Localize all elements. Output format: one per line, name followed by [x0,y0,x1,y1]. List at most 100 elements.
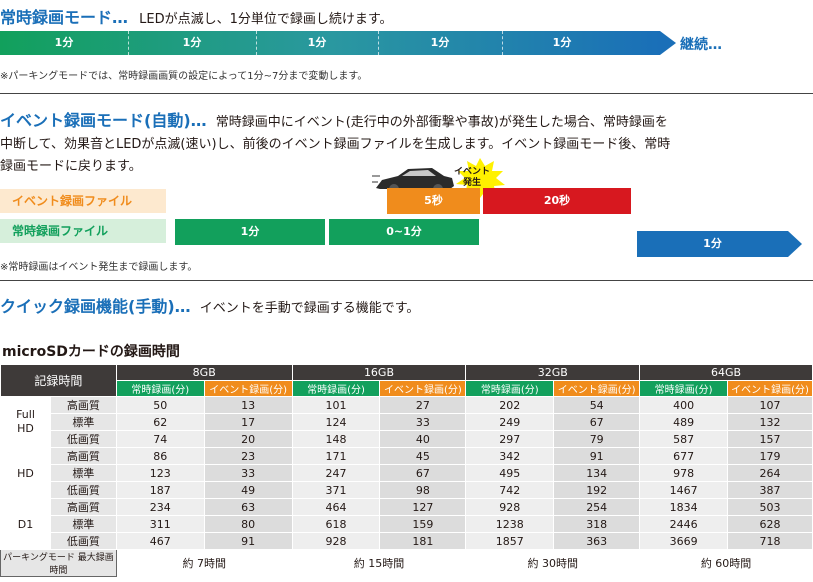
recording-time-table: 記録時間 8GB 16GB 32GB 64GB 常時録画(分) イベント録画(分… [0,364,813,577]
event-occurred-burst: イベント 発生 [446,167,498,189]
table-cell: 49 [203,481,293,499]
table-cell: 318 [553,515,641,533]
table-cell: 101 [291,396,381,414]
table-cell: 249 [465,413,555,431]
table-cell: 123 [115,464,205,482]
burst-label-2: 発生 [462,178,481,188]
segment-divider [256,31,257,55]
table-cell: 134 [553,464,641,482]
quality-label: 標準 [49,464,117,482]
continuous-timeline-bar: 1分 1分 1分 1分 1分 [0,31,660,55]
table-cell: 489 [639,413,729,431]
continuous-desc: LEDが点滅し、1分単位で録画し続けます。 [139,12,393,27]
table-cell: 157 [727,430,813,448]
table-cell: 1467 [639,481,729,499]
col-normal-header: 常時録画(分) [291,380,381,397]
col-event-header: イベント録画(分) [379,380,467,397]
quality-label: 低画質 [49,532,117,550]
quality-label: 高画質 [49,498,117,516]
timeline-arrow-icon [660,31,676,55]
table-cell: 23 [203,447,293,465]
table-cell: 45 [379,447,467,465]
normal-block-0-1min: 0~1分 [329,219,479,245]
table-cell: 1238 [465,515,555,533]
quality-label: 低画質 [49,430,117,448]
table-cell: 297 [465,430,555,448]
table-cell: 3669 [639,532,729,550]
parking-value: 約 7時間 [115,549,293,577]
table-cell: 192 [553,481,641,499]
quality-label: 標準 [49,515,117,533]
table-cell: 928 [291,532,381,550]
capacity-header: 8GB [115,364,293,381]
table-cell: 127 [379,498,467,516]
col-event-header: イベント録画(分) [727,380,813,397]
event-title: イベント録画モード(自動)… [0,111,207,130]
table-title: microSDカードの録画時間 [2,344,180,360]
timeline-segment: 1分 [182,36,202,49]
col-normal-header: 常時録画(分) [639,380,729,397]
continuous-note: ※パーキングモードでは、常時録画画質の設定によって1分~7分まで変動します。 [0,71,368,82]
event-note: ※常時録画はイベント発生まで録画します。 [0,262,198,273]
table-cell: 467 [115,532,205,550]
table-cell: 33 [379,413,467,431]
table-cell: 171 [291,447,381,465]
table-cell: 124 [291,413,381,431]
capacity-header: 16GB [291,364,467,381]
normal-file-label: 常時録画ファイル [0,219,166,243]
parking-value: 約 15時間 [291,549,467,577]
table-cell: 67 [553,413,641,431]
table-cell: 503 [727,498,813,516]
table-cell: 20 [203,430,293,448]
segment-divider [502,31,503,55]
table-cell: 587 [639,430,729,448]
event-block-5s: 5秒 [387,188,480,214]
table-cell: 387 [727,481,813,499]
section-divider [0,93,813,94]
col-event-header: イベント録画(分) [553,380,641,397]
table-cell: 80 [203,515,293,533]
table-cell: 264 [727,464,813,482]
table-corner: 記録時間 [0,364,117,397]
table-cell: 159 [379,515,467,533]
event-desc-line1: 常時録画中にイベント(走行中の外部衝撃や事故)が発生した場合、常時録画を [215,115,668,130]
resolution-label: D1 [0,498,51,550]
table-cell: 98 [379,481,467,499]
table-cell: 91 [553,447,641,465]
timeline-segment: 1分 [307,36,327,49]
table-cell: 181 [379,532,467,550]
table-cell: 254 [553,498,641,516]
table-cell: 628 [727,515,813,533]
table-cell: 33 [203,464,293,482]
table-cell: 677 [639,447,729,465]
segment-divider [378,31,379,55]
timeline-segment: 1分 [54,36,74,49]
table-cell: 27 [379,396,467,414]
table-cell: 187 [115,481,205,499]
resume-arrow-icon [788,231,802,257]
capacity-header: 64GB [639,364,813,381]
table-cell: 107 [727,396,813,414]
table-cell: 1834 [639,498,729,516]
table-cell: 247 [291,464,381,482]
table-cell: 13 [203,396,293,414]
col-event-header: イベント録画(分) [203,380,293,397]
timeline-segment: 1分 [552,36,572,49]
parking-value: 約 30時間 [465,549,641,577]
quick-desc: イベントを手動で録画する機能です。 [199,301,420,316]
quality-label: 高画質 [49,447,117,465]
table-cell: 342 [465,447,555,465]
table-cell: 371 [291,481,381,499]
table-cell: 148 [291,430,381,448]
continue-label: 継続… [680,37,722,53]
table-cell: 928 [465,498,555,516]
burst-label-1: イベント [453,167,490,177]
